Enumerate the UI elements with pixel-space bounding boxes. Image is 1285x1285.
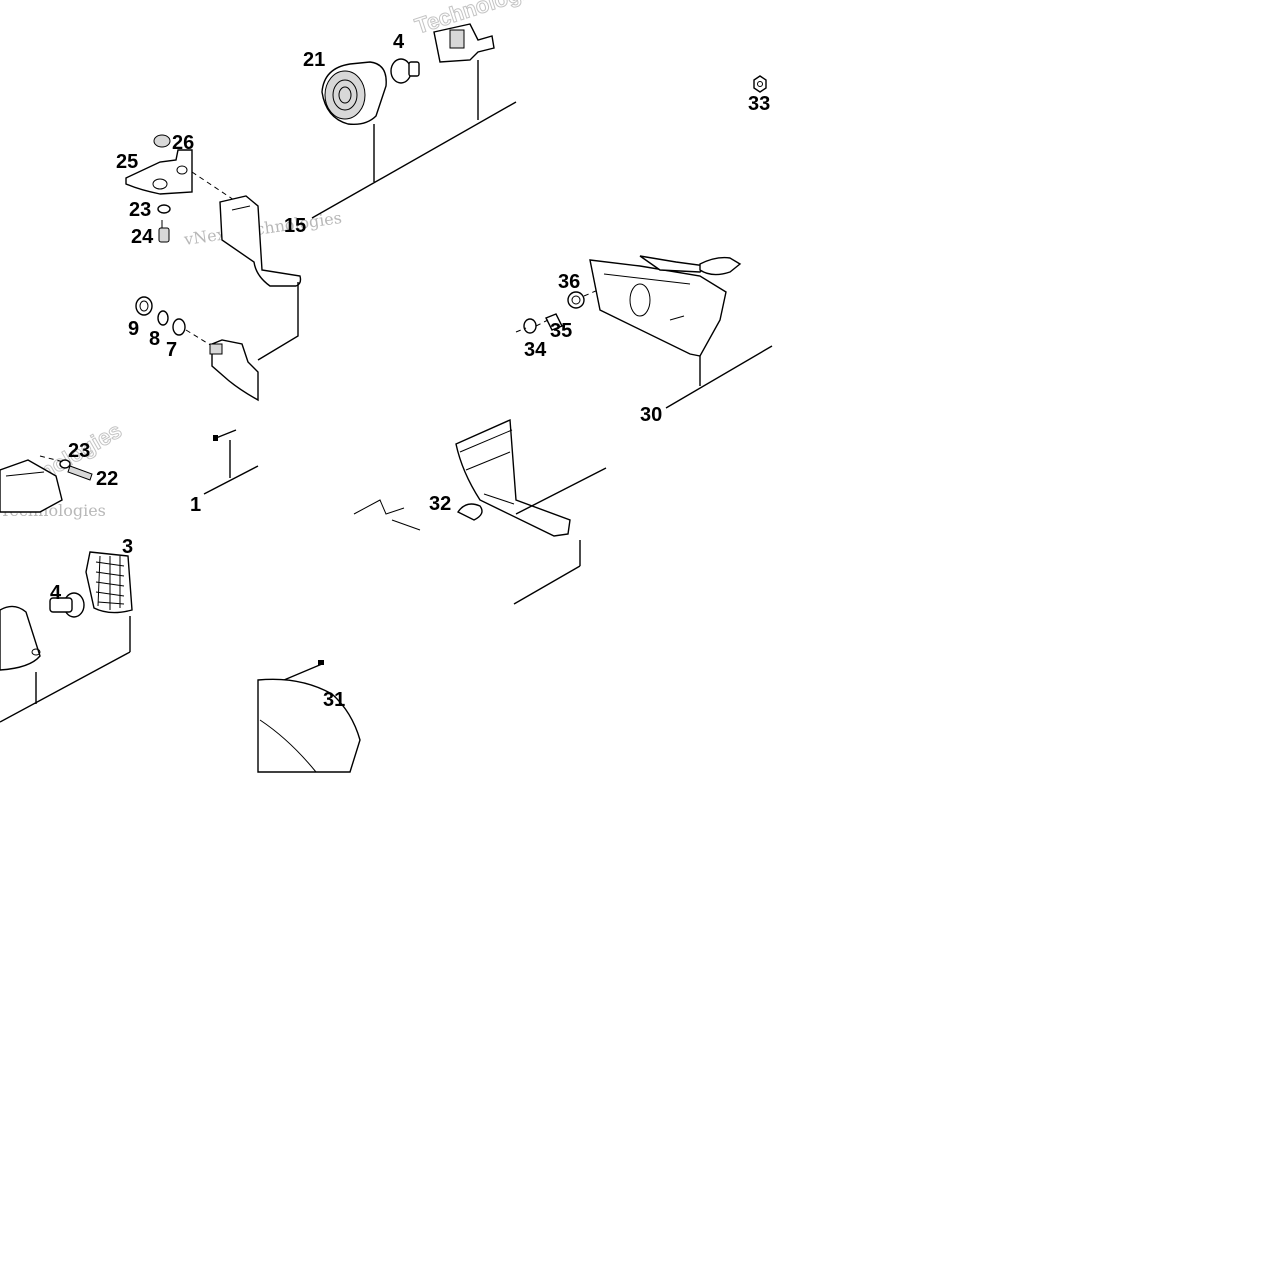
label-part-32: 32	[429, 493, 451, 515]
mudguard-section	[353, 418, 607, 605]
lamp-housing	[321, 61, 387, 126]
bulb-upper	[390, 58, 420, 84]
rear-lamp-assembly	[311, 23, 517, 219]
indicator-fasteners	[135, 282, 299, 402]
watermark-top: Technologies	[412, 0, 553, 39]
label-part-24: 24	[131, 226, 154, 248]
lower-indicator-assembly	[0, 551, 133, 723]
label-part-30: 30	[640, 404, 662, 426]
bracket-assembly	[125, 134, 235, 243]
lamp-socket	[433, 23, 495, 63]
label-part-9: 9	[128, 318, 139, 340]
label-part-25: 25	[116, 151, 138, 173]
label-part-33: 33	[748, 93, 770, 115]
label-part-8: 8	[149, 328, 160, 350]
label-part-31: 31	[323, 689, 345, 711]
tail-light-assembly	[515, 255, 773, 409]
label-part-34: 34	[524, 339, 547, 361]
part-number-labels: 21 4 33 26 25 23 24 15 36 35 34 9 8 7 30…	[50, 31, 770, 711]
fender-31	[257, 660, 361, 773]
label-part-22: 22	[96, 468, 118, 490]
label-part-23-lower: 23	[68, 440, 90, 462]
label-part-4-upper: 4	[393, 31, 405, 53]
nut-33	[753, 75, 767, 93]
label-part-4-lower: 4	[50, 582, 62, 604]
label-part-26: 26	[172, 132, 194, 154]
label-part-36: 36	[558, 271, 580, 293]
label-part-23-upper: 23	[129, 199, 151, 221]
screw-1	[203, 429, 259, 495]
left-indicator-assembly	[0, 455, 93, 513]
label-part-21: 21	[303, 49, 325, 71]
label-part-35: 35	[550, 320, 572, 342]
label-part-15: 15	[284, 215, 306, 237]
label-part-7: 7	[166, 339, 177, 361]
label-part-1: 1	[190, 494, 201, 516]
indicator-housing-upper	[219, 195, 302, 287]
label-part-3: 3	[122, 536, 133, 558]
